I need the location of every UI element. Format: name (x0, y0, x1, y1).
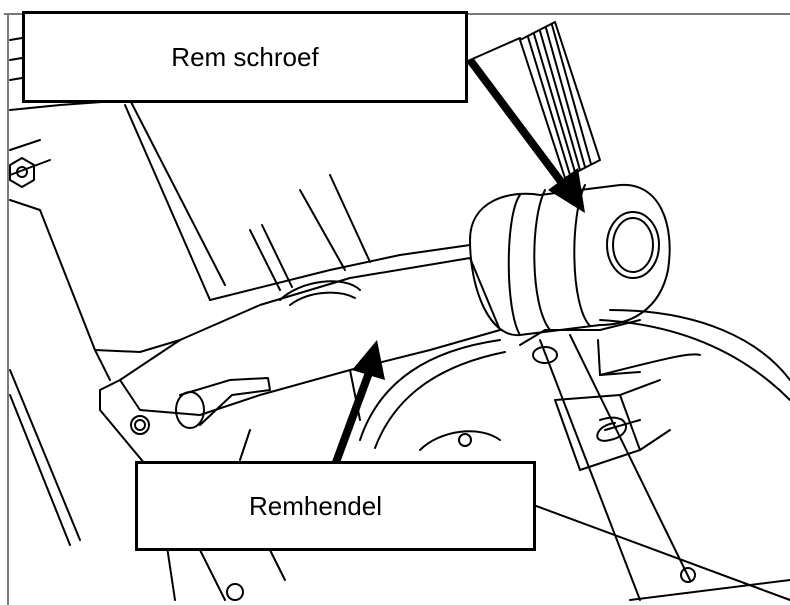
brake-screw-label: Rem schroef (171, 41, 319, 72)
spring-holder (519, 319, 790, 601)
lever-pin (175, 377, 271, 429)
brake-screw-knob (469, 183, 671, 337)
arrow-to-brake-lever (331, 340, 385, 467)
arrow-to-brake-screw (466, 57, 585, 213)
brake-screw-label-box: Rem schroef (22, 11, 468, 103)
hex-nut (9, 157, 35, 188)
cables (359, 309, 790, 449)
arrowhead-down-icon (548, 168, 585, 213)
arrowhead-up-icon (352, 340, 385, 380)
ribbed-spring (519, 21, 601, 179)
brake-lever-label: Remhendel (249, 490, 382, 521)
wheel-segment (239, 429, 501, 461)
brake-lever-label-box: Remhendel (135, 461, 536, 551)
